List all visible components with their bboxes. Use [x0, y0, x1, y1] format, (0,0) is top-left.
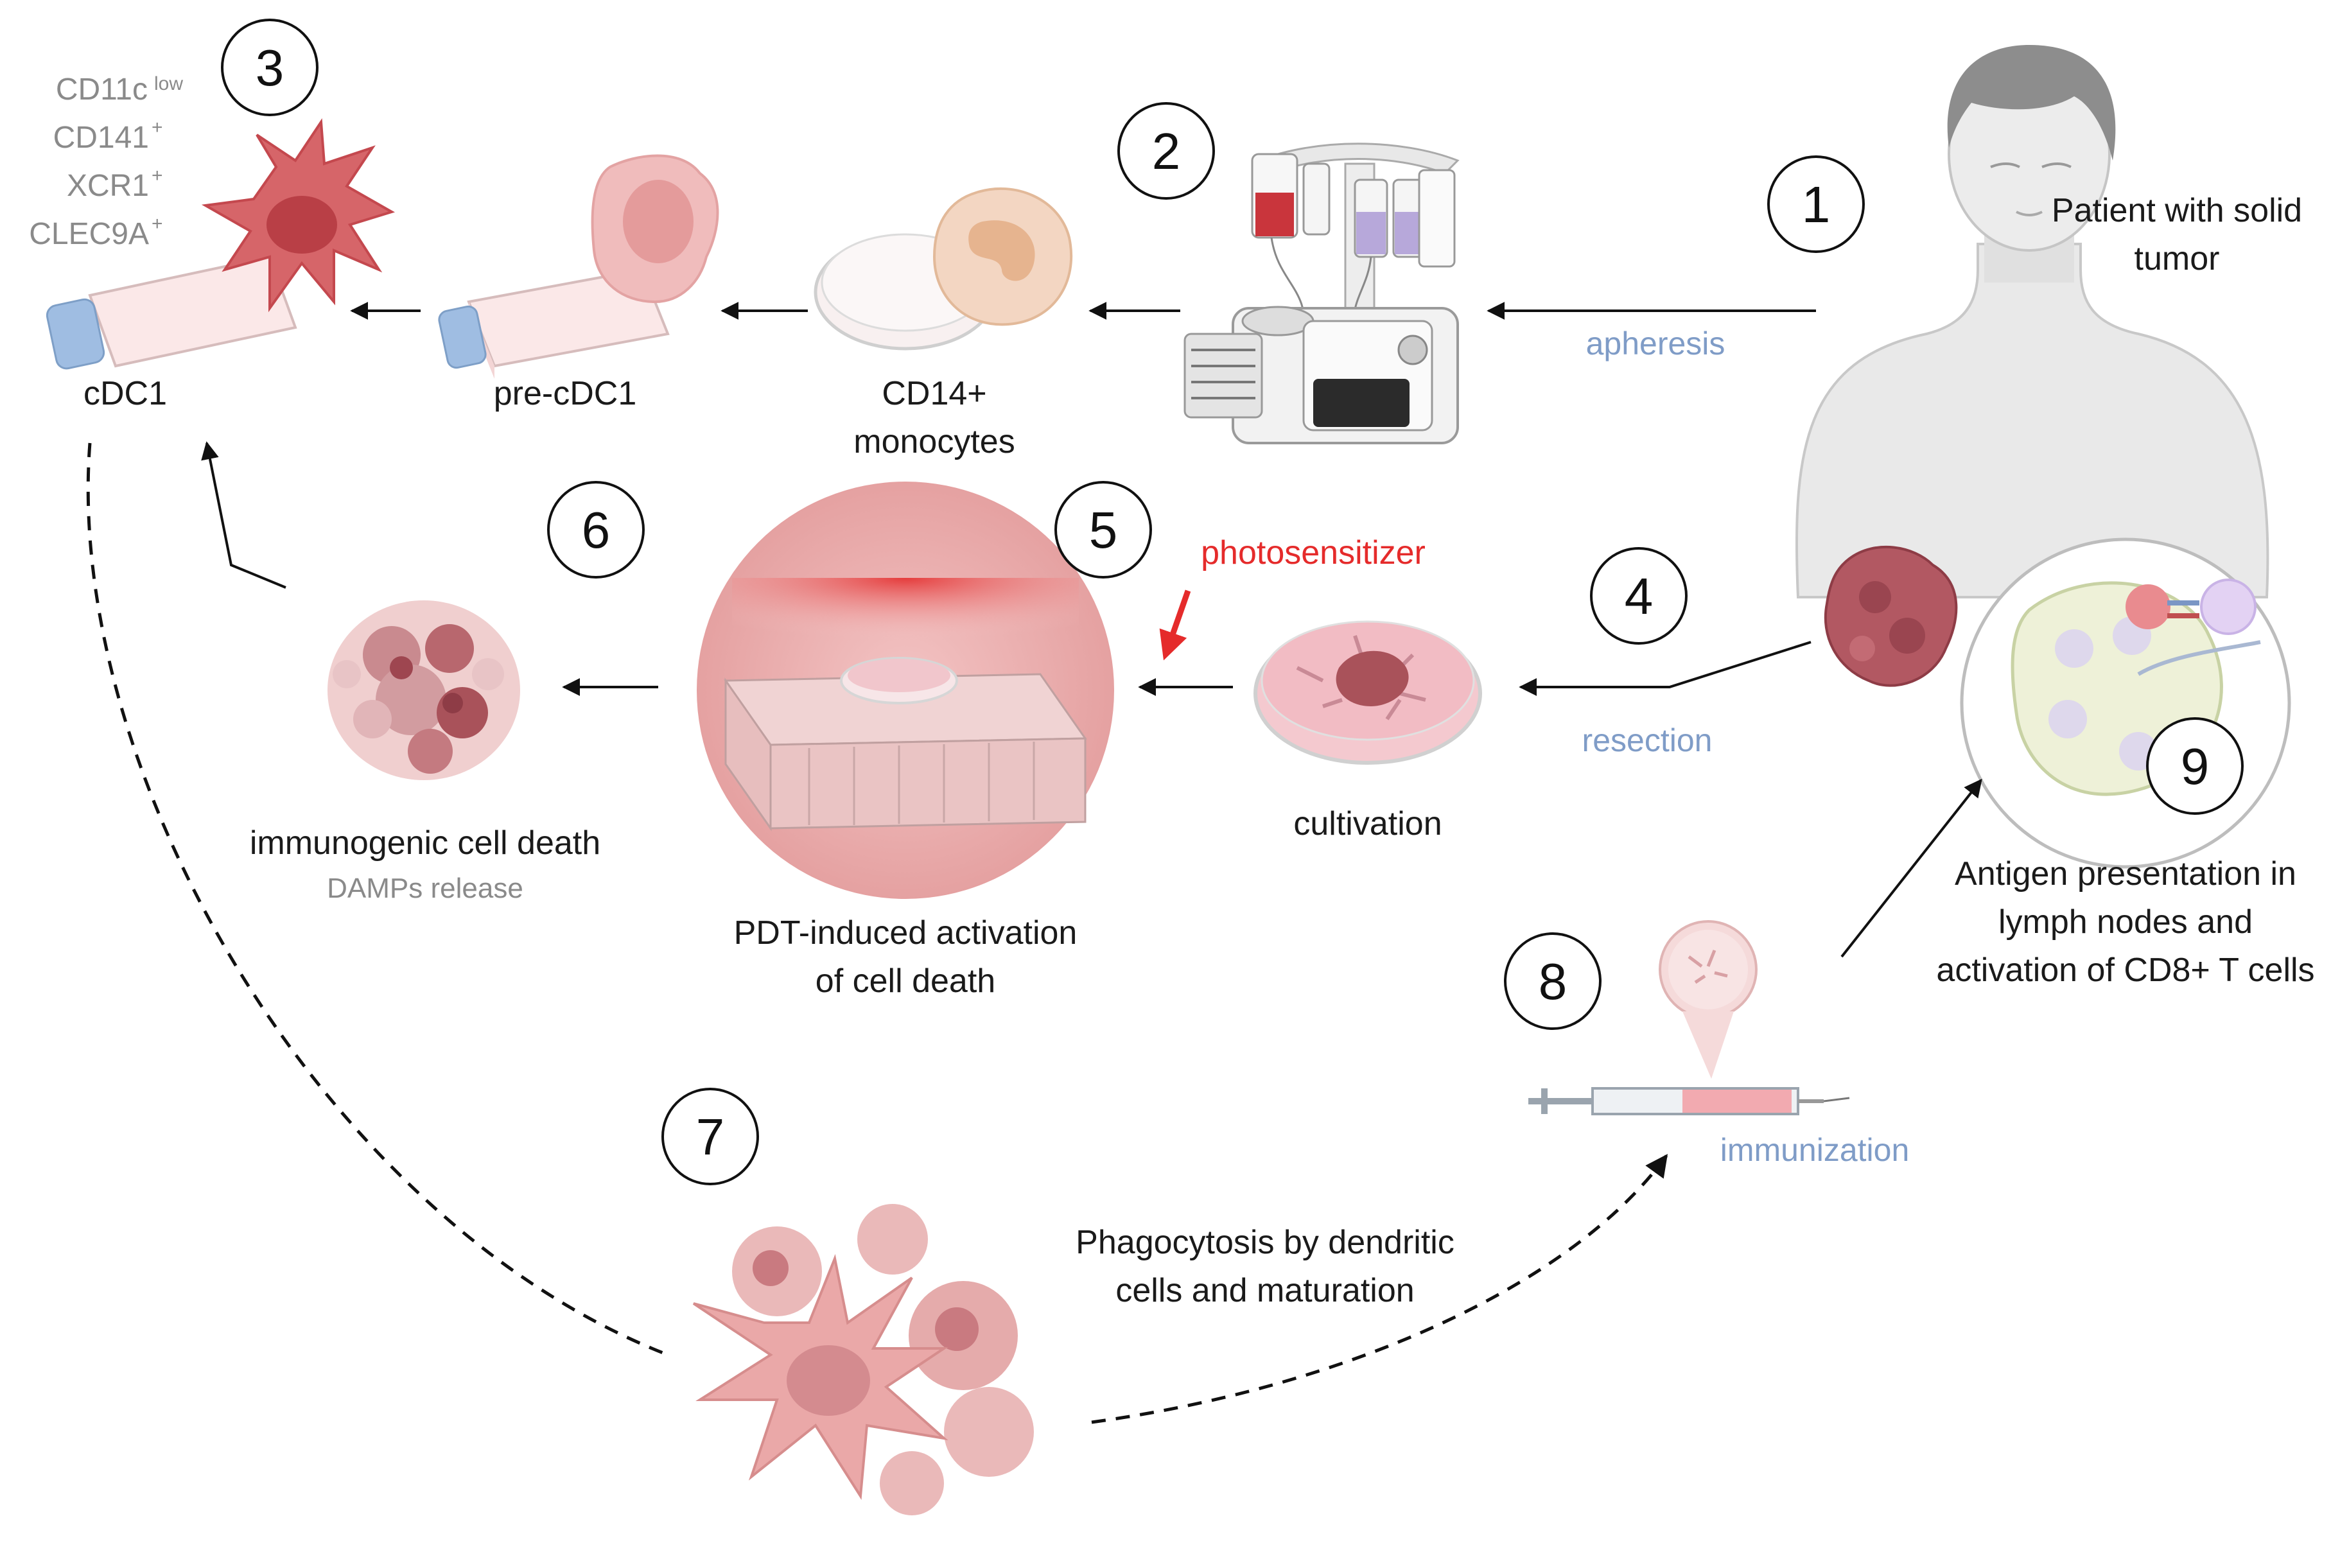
step-8-badge: 8 — [1504, 932, 1602, 1030]
svg-text:5: 5 — [1089, 501, 1118, 559]
svg-text:4: 4 — [1625, 568, 1654, 625]
photosensitizer-label: photosensitizer — [1201, 534, 1426, 571]
step-9-badge: 9 — [2146, 717, 2244, 815]
tumor-mass-icon — [1824, 545, 1958, 687]
pdt-label: PDT-induced activation — [734, 914, 1078, 952]
arrow-icd-to-cdc1 — [201, 441, 286, 589]
culture-flask-icon — [46, 255, 297, 370]
svg-text:low: low — [154, 73, 183, 94]
immunization-label: immunization — [1720, 1132, 1910, 1168]
step-4-badge: 4 — [1590, 547, 1688, 645]
patient-label: Patient with solid — [2052, 192, 2302, 229]
svg-text:3: 3 — [256, 39, 284, 96]
culture-flask-icon — [438, 268, 670, 379]
step-7-badge: 7 — [661, 1088, 759, 1185]
apheresis-label: apheresis — [1586, 326, 1725, 362]
monocyte-cell-icon — [932, 187, 1073, 326]
antigen-label: Antigen presentation in — [1955, 855, 2296, 893]
step-3-badge: 3 — [221, 19, 319, 116]
petri-dish-icon — [1253, 620, 1482, 765]
syringe-icon — [1528, 920, 1850, 1115]
damps-label: DAMPs release — [327, 873, 523, 904]
photosensitizer-arrow — [1159, 589, 1191, 661]
svg-text:1: 1 — [1802, 176, 1831, 233]
step-5-badge: 5 — [1054, 481, 1152, 579]
patient-silhouette-icon — [1795, 45, 2269, 598]
dashed-arrow-cdc1-to-phagocytosis — [86, 442, 668, 1357]
monocytes-label-2: monocytes — [853, 423, 1015, 460]
step-6-badge: 6 — [547, 481, 645, 579]
cdc1-label: cDC1 — [83, 375, 167, 412]
resection-arrow — [1519, 641, 1812, 696]
pre-cdc1-label: pre-cDC1 — [494, 375, 637, 412]
svg-text:XCR1: XCR1 — [67, 169, 149, 203]
svg-text:CD11c: CD11c — [56, 73, 148, 107]
svg-text:6: 6 — [582, 501, 611, 559]
dying-cell-cluster-icon — [327, 600, 520, 780]
lymph-node-icon — [1960, 537, 2291, 869]
svg-text:7: 7 — [696, 1108, 725, 1165]
dendritic-cell-icon — [591, 154, 719, 304]
dendritic-cell-icon — [201, 118, 396, 313]
step-1-badge: 1 — [1767, 155, 1865, 253]
svg-text:8: 8 — [1539, 953, 1567, 1010]
dendritic-cell-icon — [692, 1204, 1034, 1515]
antigen-label-3: activation of CD8+ T cells — [1936, 952, 2314, 989]
phagocytosis-label-2: cells and maturation — [1115, 1272, 1414, 1309]
phagocytosis-label: Phagocytosis by dendritic — [1076, 1224, 1454, 1261]
apheresis-machine-icon — [1183, 143, 1460, 444]
cultivation-label: cultivation — [1293, 805, 1442, 842]
svg-text:CD141: CD141 — [53, 121, 149, 155]
svg-text:+: + — [152, 117, 163, 138]
antigen-label-2: lymph nodes and — [1998, 903, 2253, 941]
patient-label-2: tumor — [2135, 240, 2220, 277]
svg-text:9: 9 — [2181, 738, 2210, 795]
svg-text:+: + — [152, 165, 163, 186]
cdc1-markers: CD11c low CD141 + XCR1 + CLEC9A + — [29, 73, 183, 251]
monocytes-label: CD14+ — [882, 375, 986, 412]
resection-label: resection — [1582, 722, 1713, 758]
arrow-to-lymph-node — [1840, 778, 1982, 958]
svg-text:2: 2 — [1152, 123, 1181, 180]
step-2-badge: 2 — [1117, 102, 1215, 200]
pdt-label-2: of cell death — [816, 963, 995, 1000]
well-plate-light-icon — [697, 482, 1114, 899]
svg-text:+: + — [152, 213, 163, 234]
dashed-arrow-to-immunization — [1091, 1154, 1668, 1424]
svg-text:CLEC9A: CLEC9A — [29, 217, 149, 251]
icd-label: immunogenic cell death — [250, 824, 600, 862]
